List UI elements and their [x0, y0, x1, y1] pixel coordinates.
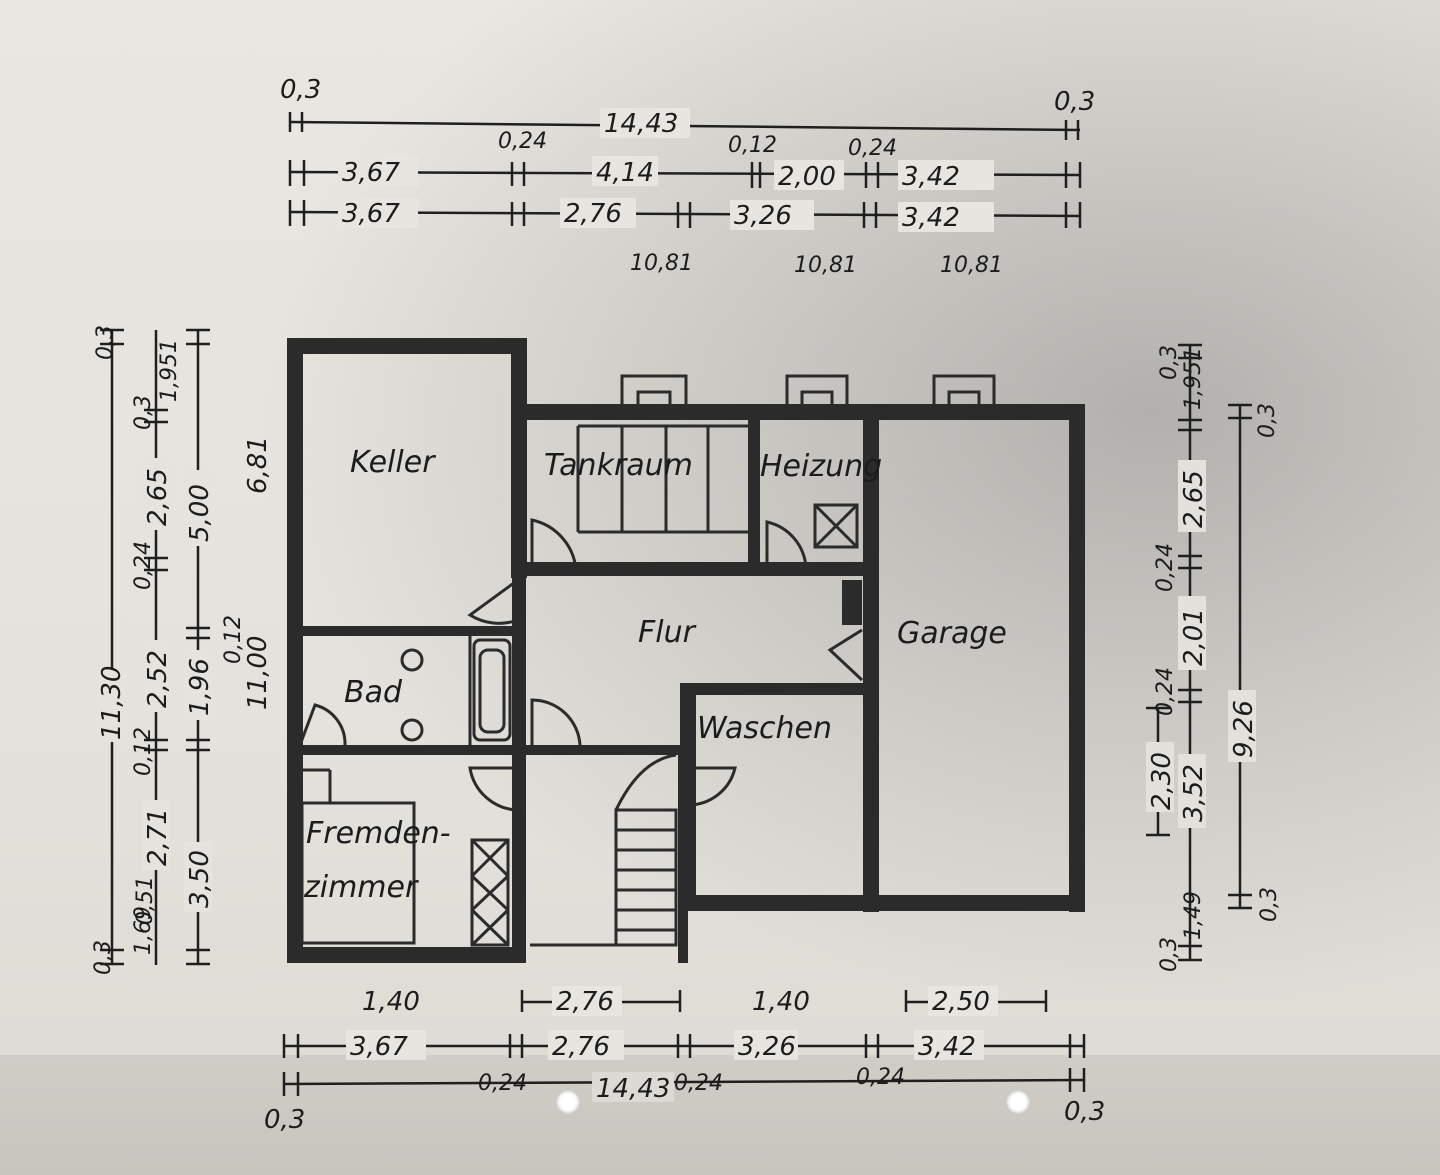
- dim-bottom-opening-4: 2,50: [932, 987, 990, 1017]
- dim-left-small-1: 1,951: [157, 339, 182, 402]
- dim-left-window-b: 11,00: [243, 636, 273, 710]
- bottom-dimensions: 1,40 2,76 1,40 2,50 3,67: [264, 986, 1105, 1135]
- dim-left-col1-3: 2,71: [143, 808, 173, 866]
- room-flur: Flur: [638, 615, 697, 650]
- room-labels: Keller Tankraum Heizung Flur Garage Bad …: [303, 445, 1007, 905]
- dim-left-col2-3: 3,50: [185, 850, 215, 908]
- dim-left-col2-1: 5,00: [185, 484, 215, 542]
- dim-bottom-opening-2: 2,76: [556, 987, 614, 1017]
- paper-lower-edge: [0, 1055, 1440, 1175]
- top-dimensions: 0,3 0,3 14,43 0,24 0,12 0,24: [280, 75, 1095, 278]
- dim-bottom-opening-3: 1,40: [752, 987, 810, 1017]
- dim-left-wall-2: 0,12: [221, 615, 246, 664]
- dim-top-edge-left: 0,3: [280, 75, 321, 105]
- dim-top-window-2: 10,81: [794, 253, 857, 278]
- room-fremdenzimmer-line1: Fremden-: [306, 816, 451, 851]
- dim-bottom-row-2: 2,76: [552, 1032, 610, 1062]
- dim-bottom-wall-2: 0,24: [674, 1071, 723, 1096]
- left-dimensions: 11,30 2,65 2,52 2,71 5,00 1,96 3,50 0,24…: [91, 325, 273, 975]
- dim-right-wall-1: 0,24: [1153, 543, 1178, 592]
- room-garage: Garage: [897, 616, 1007, 651]
- dim-left-small-2: 1,69: [131, 906, 156, 955]
- dim-left-small-3: 0,51: [133, 876, 158, 925]
- dim-top-window-3: 10,81: [940, 253, 1003, 278]
- dim-right-col1-2: 2,01: [1179, 608, 1209, 666]
- dim-bottom-row-4: 3,42: [918, 1032, 976, 1062]
- chimneys: [620, 374, 996, 410]
- dim-bottom-row-3: 3,26: [738, 1032, 796, 1062]
- dim-top-row2-1: 3,67: [342, 199, 400, 229]
- dim-top-edge-right: 0,3: [1054, 87, 1095, 117]
- room-waschen: Waschen: [697, 711, 832, 746]
- dim-right-small-1: 1,951: [1181, 347, 1206, 410]
- dim-right-wall-2: 0,24: [1153, 667, 1178, 716]
- room-fremdenzimmer-line2: zimmer: [303, 870, 419, 905]
- dim-bottom-row-1: 3,67: [350, 1032, 408, 1062]
- dim-left-wall-3: 0,12: [131, 727, 156, 776]
- dim-bottom-edge-left: 0,3: [264, 1105, 305, 1135]
- dim-bottom-opening-1: 1,40: [362, 987, 420, 1017]
- dim-bottom-edge-right: 0,3: [1064, 1097, 1105, 1127]
- room-keller: Keller: [350, 445, 436, 480]
- dim-left-col2-2: 1,96: [185, 658, 215, 716]
- dim-top-wall-3: 0,24: [848, 136, 897, 161]
- dim-left-wall-1: 0,24: [131, 541, 156, 590]
- dim-right-small-2: 1,49: [1181, 891, 1206, 940]
- dim-bottom-overall: 14,43: [596, 1074, 670, 1104]
- dim-right-wall-3: 0,3: [1157, 345, 1182, 380]
- dim-right-col1-4: 3,52: [1179, 764, 1209, 822]
- punch-hole: [556, 1090, 580, 1114]
- dim-top-row1-2: 4,14: [596, 158, 654, 188]
- dim-top-row1-4: 3,42: [902, 162, 960, 192]
- dim-right-wall-6: 0,3: [1157, 937, 1182, 972]
- dim-right-col1-3: 2,30: [1147, 752, 1177, 810]
- dim-left-col1-1: 2,65: [143, 468, 173, 526]
- dim-top-row1-3: 2,00: [778, 162, 836, 192]
- dim-bottom-wall-1: 0,24: [478, 1071, 527, 1096]
- room-heizung: Heizung: [760, 449, 882, 484]
- dim-right-wall-4: 0,3: [1255, 403, 1280, 438]
- room-bad: Bad: [344, 675, 403, 710]
- dim-right-overall: 9,26: [1229, 700, 1259, 758]
- room-tankraum: Tankraum: [544, 448, 693, 483]
- dim-left-col1-2: 2,52: [143, 650, 173, 708]
- fixtures: [288, 424, 1084, 962]
- dim-top-overall: 14,43: [604, 109, 678, 139]
- dim-right-wall-5: 0,3: [1257, 887, 1282, 922]
- dim-left-window-a: 6,81: [243, 436, 273, 494]
- right-dimensions: 2,65 2,01 2,30 3,52 9,26 0,24 0,24 0,3 0…: [1146, 343, 1282, 972]
- dim-top-wall-1: 0,24: [498, 129, 547, 154]
- dim-left-wall-5: 0,3: [131, 395, 156, 430]
- dim-top-row1-1: 3,67: [342, 158, 400, 188]
- dim-top-wall-2: 0,12: [728, 133, 777, 158]
- dim-top-row2-2: 2,76: [564, 199, 622, 229]
- dim-right-col1-1: 2,65: [1179, 470, 1209, 528]
- dim-left-overall: 11,30: [97, 666, 127, 740]
- punch-hole: [1006, 1090, 1030, 1114]
- dim-top-row2-3: 3,26: [734, 201, 792, 231]
- dim-left-wall-4: 0,3: [93, 325, 118, 360]
- dim-bottom-wall-3: 0,24: [856, 1065, 905, 1090]
- dim-left-wall-6: 0,3: [91, 940, 116, 975]
- dim-top-row2-4: 3,42: [902, 203, 960, 233]
- dim-top-window-1: 10,81: [630, 251, 693, 276]
